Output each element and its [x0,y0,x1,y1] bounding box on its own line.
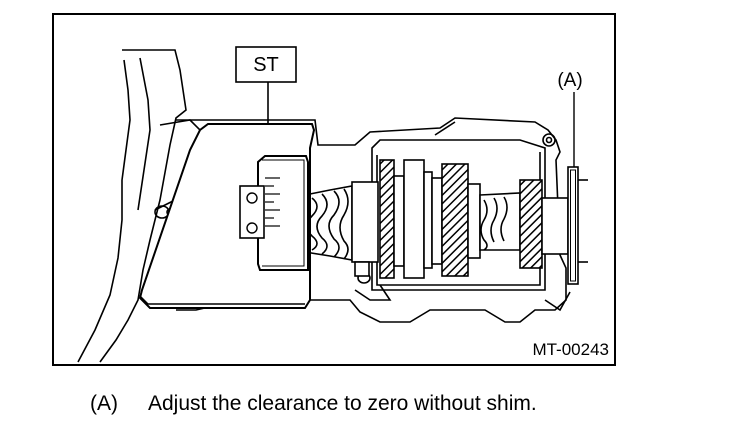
st-label-box [235,46,297,83]
figure-frame [52,13,616,366]
caption: (A) Adjust the clearance to zero without … [90,392,537,416]
figure-code: MT-00243 [532,340,609,359]
st-label: ST [253,54,279,76]
gear-stack [379,159,569,279]
caption-text: Adjust the clearance to zero without shi… [148,392,537,415]
caption-key: (A) [90,392,118,415]
input-shaft [304,181,379,277]
special-tool [138,123,316,309]
a-label: (A) [557,70,582,91]
tool-scale [265,177,280,227]
end-plate-a [567,166,588,285]
